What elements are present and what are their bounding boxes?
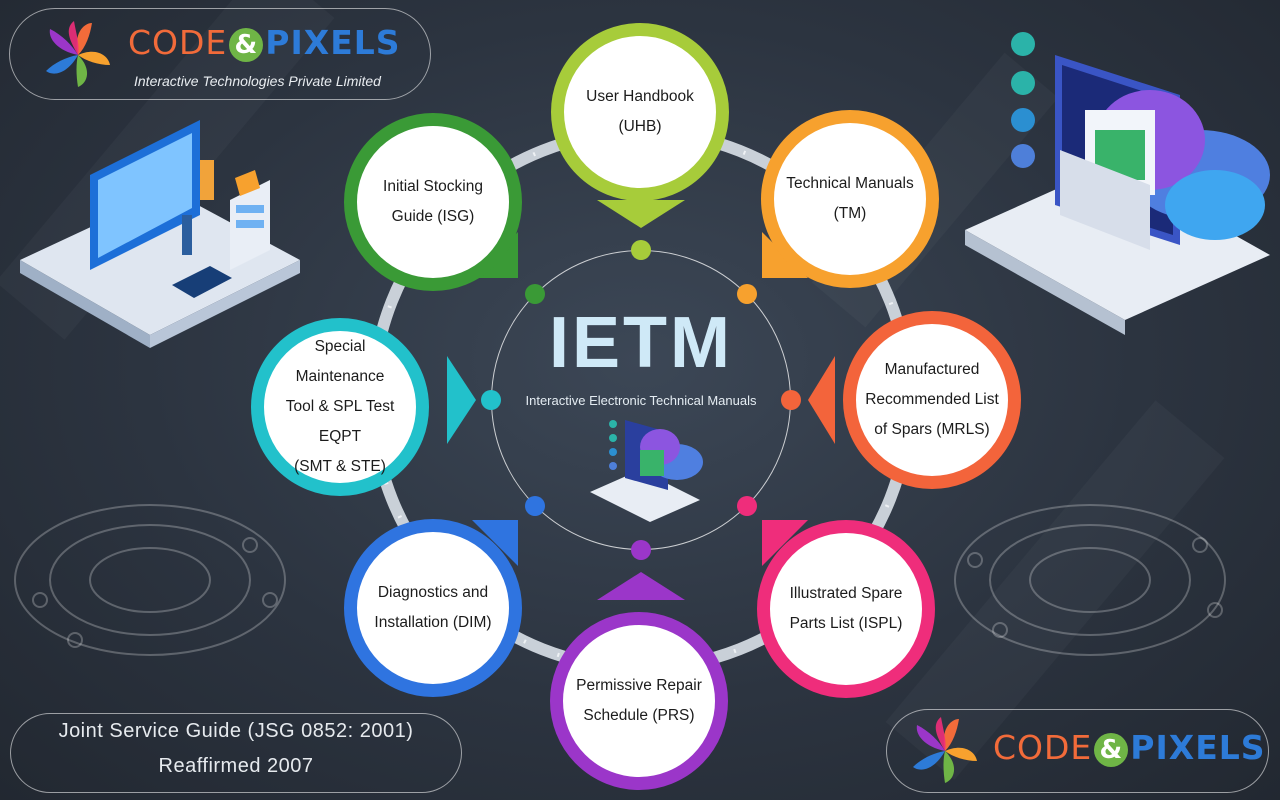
dot-mrls: [781, 390, 801, 410]
dot-uhb: [631, 240, 651, 260]
node-tm: Technical Manuals (TM): [761, 110, 939, 288]
node-ispl: Illustrated Spare Parts List (ISPL): [757, 520, 935, 698]
brand-pixels: PIXELS: [265, 23, 401, 62]
pinwheel-logo-icon: [46, 21, 110, 87]
brand-amp: &: [229, 27, 264, 62]
node-label: Technical Manuals (TM): [786, 175, 914, 222]
dot-ispl: [737, 496, 757, 516]
pinwheel-logo-icon: [913, 717, 977, 783]
circuit-ring-left: [14, 504, 286, 656]
node-prs: Permissive Repair Schedule (PRS): [550, 612, 728, 790]
brand-code: CODE: [993, 728, 1093, 767]
laptop-cloud-illustration: [965, 32, 1270, 335]
brand-tagline: Interactive Technologies Private Limited: [134, 73, 381, 89]
node-uhb: User Handbook (UHB): [551, 23, 729, 201]
footer-line1: Joint Service Guide (JSG 0852: 2001): [58, 720, 414, 742]
node-label: Diagnostics and Installation (DIM): [374, 584, 492, 631]
dot-prs: [631, 540, 651, 560]
dot-smt: [481, 390, 501, 410]
brand-wordmark: CODE&PIXELS: [128, 23, 401, 62]
dot-isg: [525, 284, 545, 304]
dot-tm: [737, 284, 757, 304]
node-dim: Diagnostics and Installation (DIM): [344, 519, 522, 697]
dot-dim: [525, 496, 545, 516]
node-label: User Handbook (UHB): [586, 88, 694, 135]
brand-code: CODE: [128, 23, 228, 62]
brand-card-top: CODE&PIXELS Interactive Technologies Pri…: [9, 8, 431, 100]
node-label: Manufactured Recommended List of Spars (…: [865, 361, 999, 438]
node-label: Permissive Repair Schedule (PRS): [576, 677, 702, 724]
center-subtitle: Interactive Electronic Technical Manuals: [525, 393, 757, 408]
brand-wordmark: CODE&PIXELS: [993, 728, 1266, 767]
node-label: Illustrated Spare Parts List (ISPL): [789, 585, 903, 632]
brand-pixels: PIXELS: [1130, 728, 1266, 767]
node-smt: Special Maintenance Tool & SPL Test EQPT…: [251, 318, 429, 496]
node-mrls: Manufactured Recommended List of Spars (…: [843, 311, 1021, 489]
footer-line2: Reaffirmed 2007: [158, 755, 314, 777]
tech-platform-illustration: [20, 120, 300, 348]
node-isg: Initial Stocking Guide (ISG): [344, 113, 522, 291]
tail-dim: [472, 520, 518, 566]
brand-amp: &: [1094, 732, 1129, 767]
footer-card: Joint Service Guide (JSG 0852: 2001) Rea…: [10, 713, 462, 793]
tail-uhb: [597, 200, 685, 228]
tail-mrls: [808, 356, 835, 444]
tail-smt: [447, 356, 476, 444]
tail-prs: [597, 572, 685, 600]
node-label: Special Maintenance Tool & SPL Test EQPT…: [285, 338, 395, 475]
center-title: IETM: [549, 303, 733, 383]
node-label: Initial Stocking Guide (ISG): [383, 178, 483, 225]
brand-card-bottom: CODE&PIXELS: [886, 709, 1269, 793]
circuit-ring-right: [954, 504, 1226, 656]
